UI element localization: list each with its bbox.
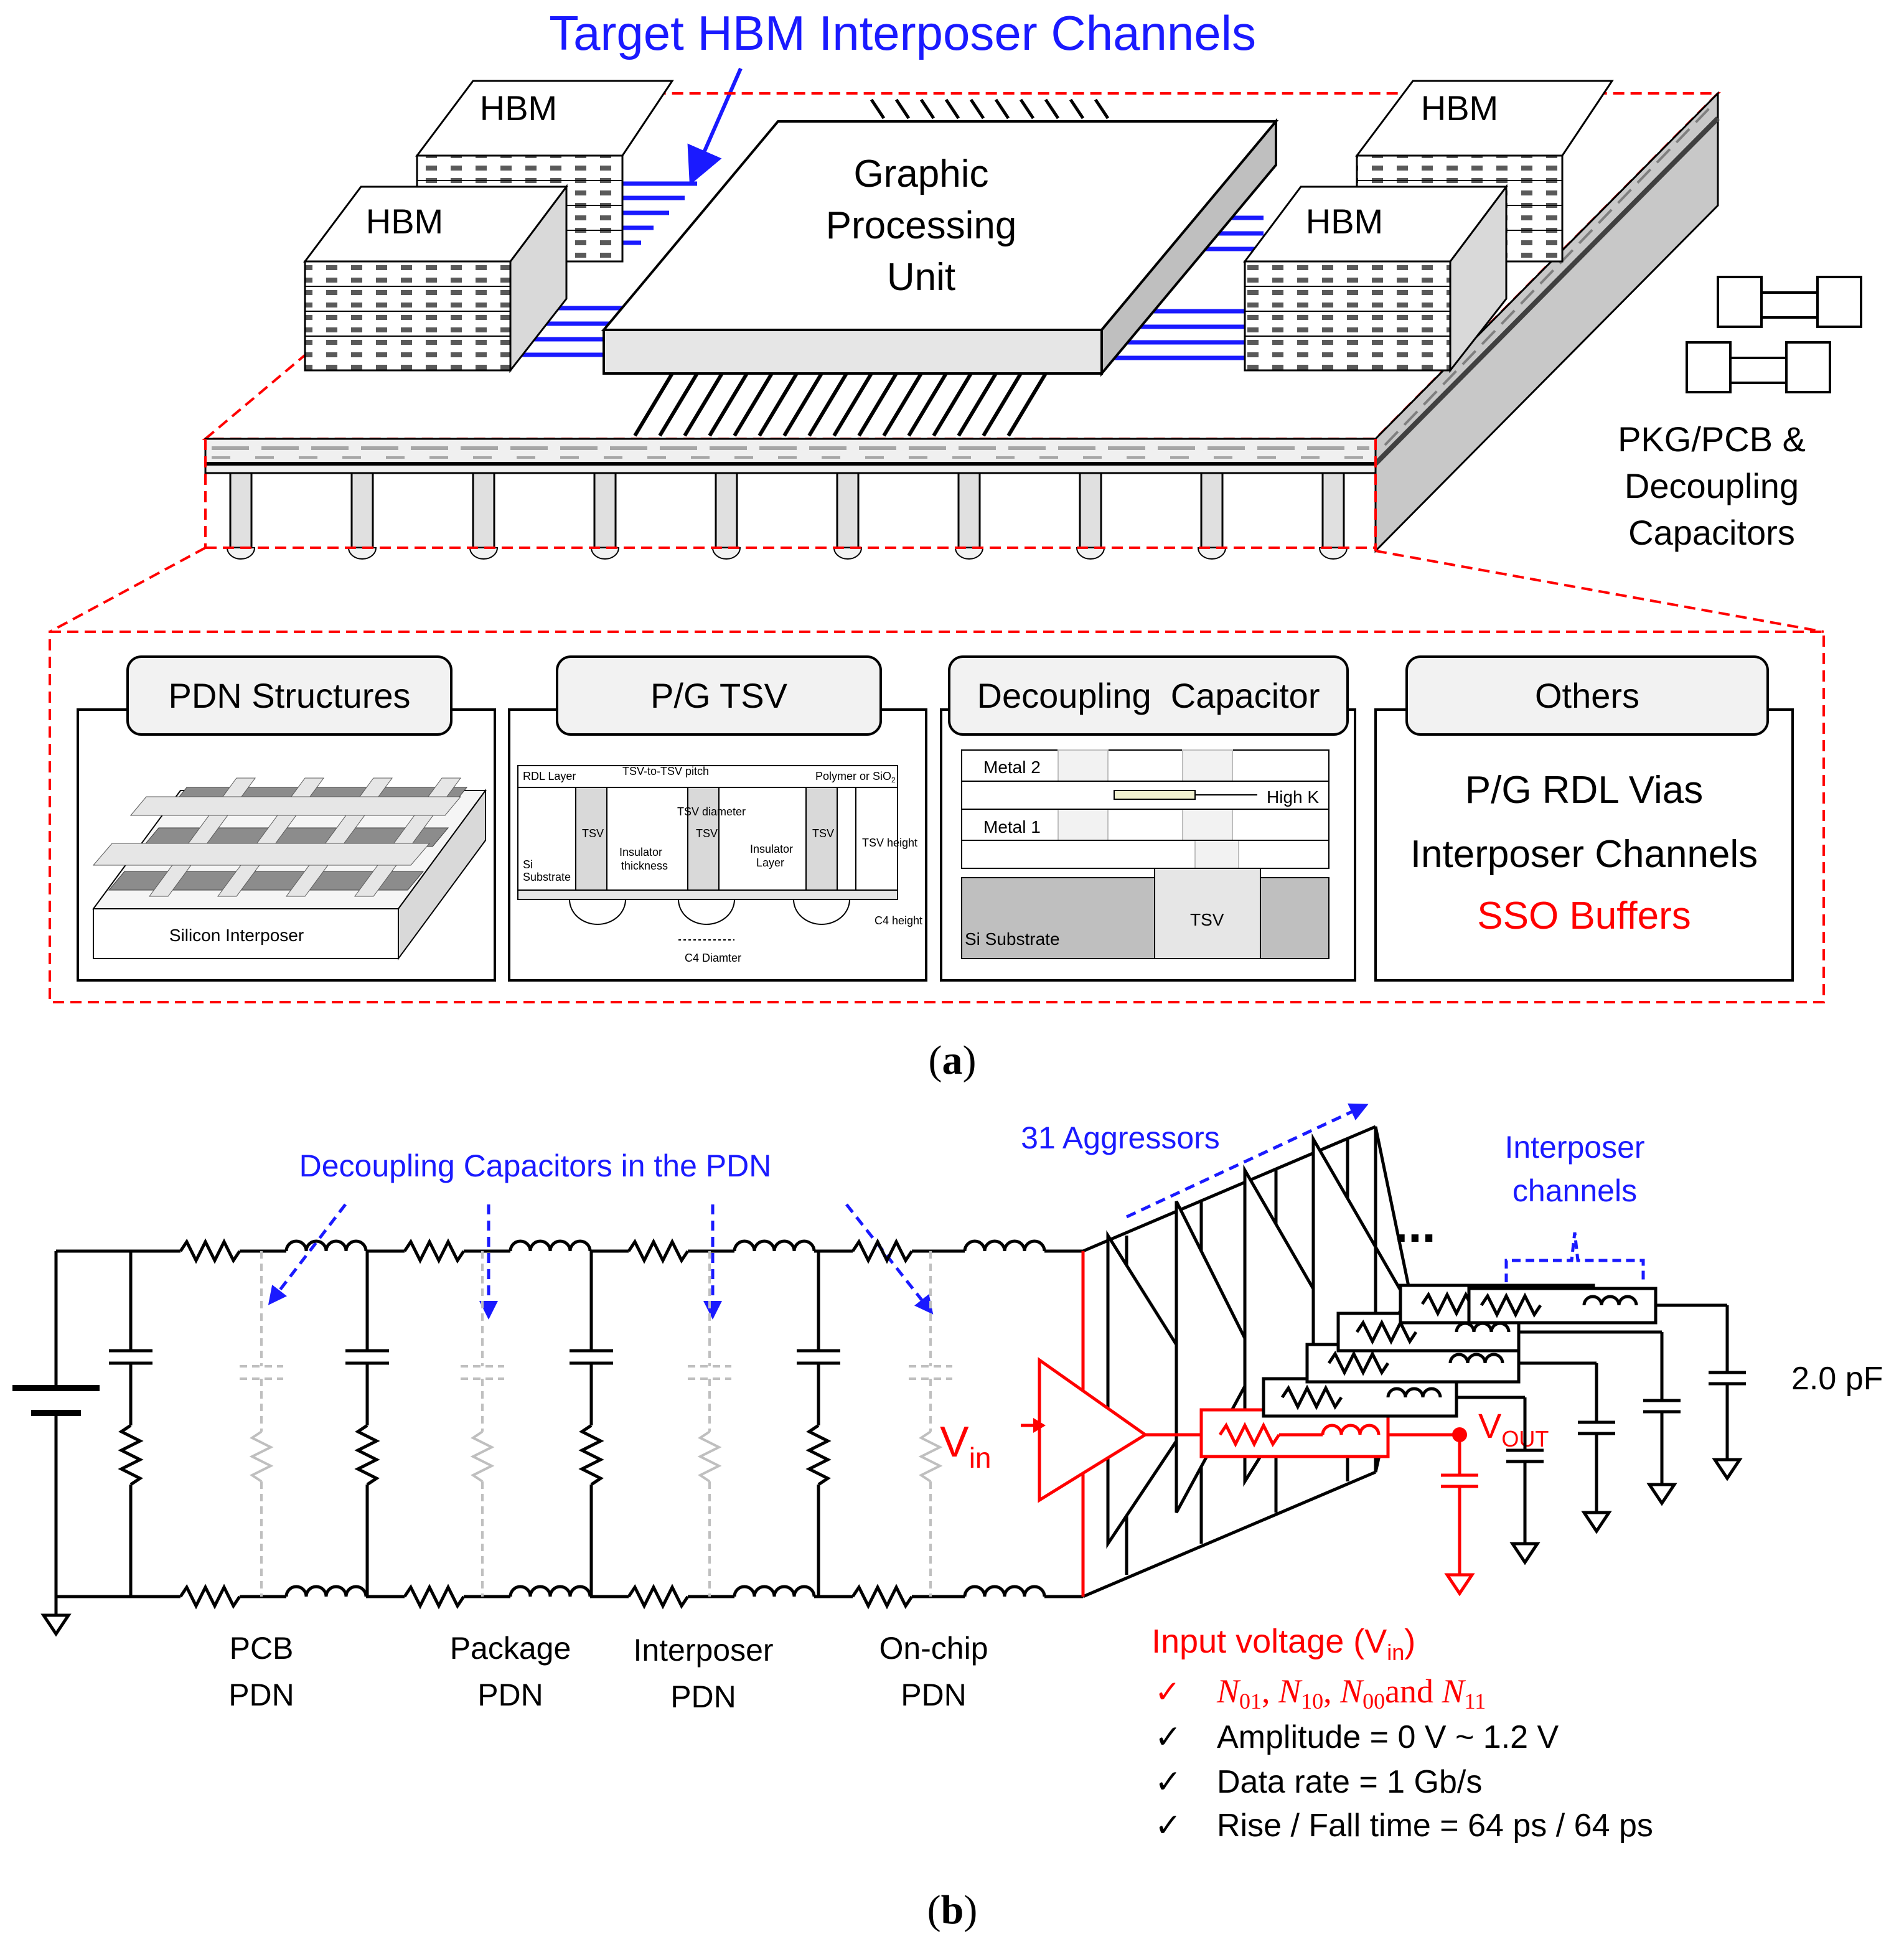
interposer-channels-line1: Interposer: [1504, 1130, 1644, 1165]
panel-others-title: Others: [1535, 676, 1639, 715]
tsv-height: TSV height: [862, 837, 917, 849]
decap-arrow-1: [268, 1203, 347, 1305]
tsv-c4-diameter: C4 Diamter: [685, 952, 741, 964]
decap-si-substrate: Si Substrate: [965, 929, 1060, 949]
panel-decap: Decoupling Capacitor Metal 2 Metal 1 Hig…: [940, 655, 1356, 982]
tsv-si-2: Substrate: [523, 871, 571, 883]
part-b: Decoupling Capacitors in the PDN 31 Aggr…: [12, 1103, 1883, 1933]
cap-value-label: 2.0 pF: [1791, 1361, 1883, 1397]
ellipsis: ...: [1394, 1197, 1436, 1252]
aggressors-label: 31 Aggressors: [1021, 1120, 1220, 1155]
panel-others: Others P/G RDL Vias Interposer Channels …: [1374, 655, 1794, 982]
decap-metal1: Metal 1: [983, 817, 1041, 837]
zoom-line-right: [1375, 550, 1824, 633]
pdn-label-chip-1: On-chip: [879, 1631, 988, 1666]
pkg-label-line2: Decoupling: [1625, 466, 1799, 505]
panel-pdn-title: PDN Structures: [169, 676, 411, 715]
spec-data-rate: Data rate = 1 Gb/s: [1217, 1764, 1482, 1800]
check-pattern: ✓: [1155, 1674, 1181, 1709]
vin-label: Vin: [940, 1417, 992, 1474]
hbm-label-front-left: HBM: [366, 202, 443, 241]
check-3: ✓: [1155, 1808, 1182, 1844]
check-2: ✓: [1155, 1764, 1182, 1800]
hbm-label-back-right: HBM: [1421, 88, 1498, 128]
others-line1: P/G RDL Vias: [1465, 769, 1703, 812]
others-line3: SSO Buffers: [1477, 894, 1691, 937]
panel-tsv-title: P/G TSV: [650, 676, 788, 715]
tsv-diameter: TSV diameter: [677, 805, 746, 818]
pattern-line: ✓ N01, N10, N00and N11: [1155, 1673, 1486, 1714]
c4-bumps: [226, 547, 1348, 560]
panel-pg-tsv: P/G TSV RDL Layer TSV-to-TSV pitch Polym…: [508, 655, 927, 982]
tsv-ins-layer-1: Insulator: [750, 843, 793, 855]
tsv-ins-layer-2: Layer: [756, 856, 784, 869]
hbm-front-left: HBM: [303, 184, 568, 373]
pdn-label-chip-2: PDN: [901, 1678, 967, 1712]
interposer-channels-line2: channels: [1512, 1173, 1637, 1208]
tsv-si-1: Si: [523, 858, 533, 871]
pdn-label-pkg-2: PDN: [477, 1678, 543, 1712]
tsv-label-1: TSV: [582, 827, 604, 840]
silicon-interposer-label: Silicon Interposer: [169, 926, 304, 945]
zoom-line-left: [49, 547, 206, 633]
vout-label: VOUT: [1478, 1406, 1549, 1452]
pdn-label-pcb-2: PDN: [228, 1678, 294, 1712]
decap-icons: [1686, 276, 1862, 393]
pdn-label-pkg-1: Package: [450, 1631, 571, 1666]
pdn-label-int-1: Interposer: [633, 1633, 773, 1668]
pdn-label-pcb-1: PCB: [230, 1631, 294, 1666]
tsv-pillars: [229, 472, 1345, 549]
decap-highk: High K: [1267, 787, 1319, 807]
caption-b: (b): [927, 1887, 978, 1933]
interposer-base: [204, 91, 1720, 560]
decap-metal2: Metal 2: [983, 758, 1041, 777]
tsv-rdl-layer: RDL Layer: [523, 770, 576, 782]
part-a: Target HBM Interposer Channels: [49, 6, 1862, 1083]
gpu-label-line1: Graphic: [853, 152, 988, 195]
decap-in-pdn-label: Decoupling Capacitors in the PDN: [299, 1148, 772, 1183]
gpu-label-line2: Processing: [826, 204, 1017, 247]
gpu-label-line3: Unit: [887, 256, 955, 299]
check-1: ✓: [1155, 1719, 1182, 1755]
gpu-die: Graphic Processing Unit: [601, 98, 1279, 437]
hbm-label-front-right: HBM: [1306, 202, 1383, 241]
target-arrow: [687, 67, 743, 185]
others-line2: Interposer Channels: [1410, 833, 1758, 876]
detail-dashed-box: [49, 631, 1825, 1003]
target-channels-title: Target HBM Interposer Channels: [549, 6, 1256, 60]
pdn-label-int-2: PDN: [670, 1679, 736, 1714]
pdn-ladder: [12, 1238, 1083, 1637]
shunt-branches: [109, 1251, 840, 1597]
tsv-ins-thick-1: Insulator: [619, 846, 662, 858]
pkg-label-line1: PKG/PCB &: [1618, 420, 1806, 459]
tsv-label-3: TSV: [812, 827, 834, 840]
aggressor-arrow: [1125, 1103, 1369, 1219]
caption-a: (a): [929, 1038, 977, 1083]
tsv-label-2: TSV: [696, 827, 718, 840]
tsv-pitch: TSV-to-TSV pitch: [622, 765, 709, 777]
dashed-decaps: [240, 1251, 952, 1597]
vout-node: [1452, 1427, 1467, 1442]
tsv-ins-thick-2: thickness: [621, 860, 668, 872]
panel-decap-title: Decoupling Capacitor: [977, 676, 1320, 715]
decap-arrow-4: [845, 1203, 934, 1315]
input-voltage-title: Input voltage (Vin): [1151, 1623, 1415, 1665]
aggressor-channels: [1262, 1283, 1746, 1565]
pkg-label-line3: Capacitors: [1628, 513, 1795, 552]
interposer-brace: [1504, 1232, 1645, 1282]
panel-pdn-structures: PDN Structures Silicon Interposer: [77, 655, 496, 982]
hbm-label-back-left: HBM: [480, 88, 557, 128]
hbm-front-right: HBM: [1243, 184, 1508, 373]
spec-amplitude: Amplitude = 0 V ~ 1.2 V: [1217, 1719, 1559, 1755]
tsv-polymer: Polymer or SiO2: [815, 770, 896, 784]
tsv-c4-height: C4 height: [875, 914, 922, 927]
pattern-text: N01, N10, N00and N11: [1216, 1673, 1486, 1714]
spec-rise-fall: Rise / Fall time = 64 ps / 64 ps: [1217, 1808, 1653, 1844]
decap-tsv: TSV: [1190, 910, 1224, 929]
